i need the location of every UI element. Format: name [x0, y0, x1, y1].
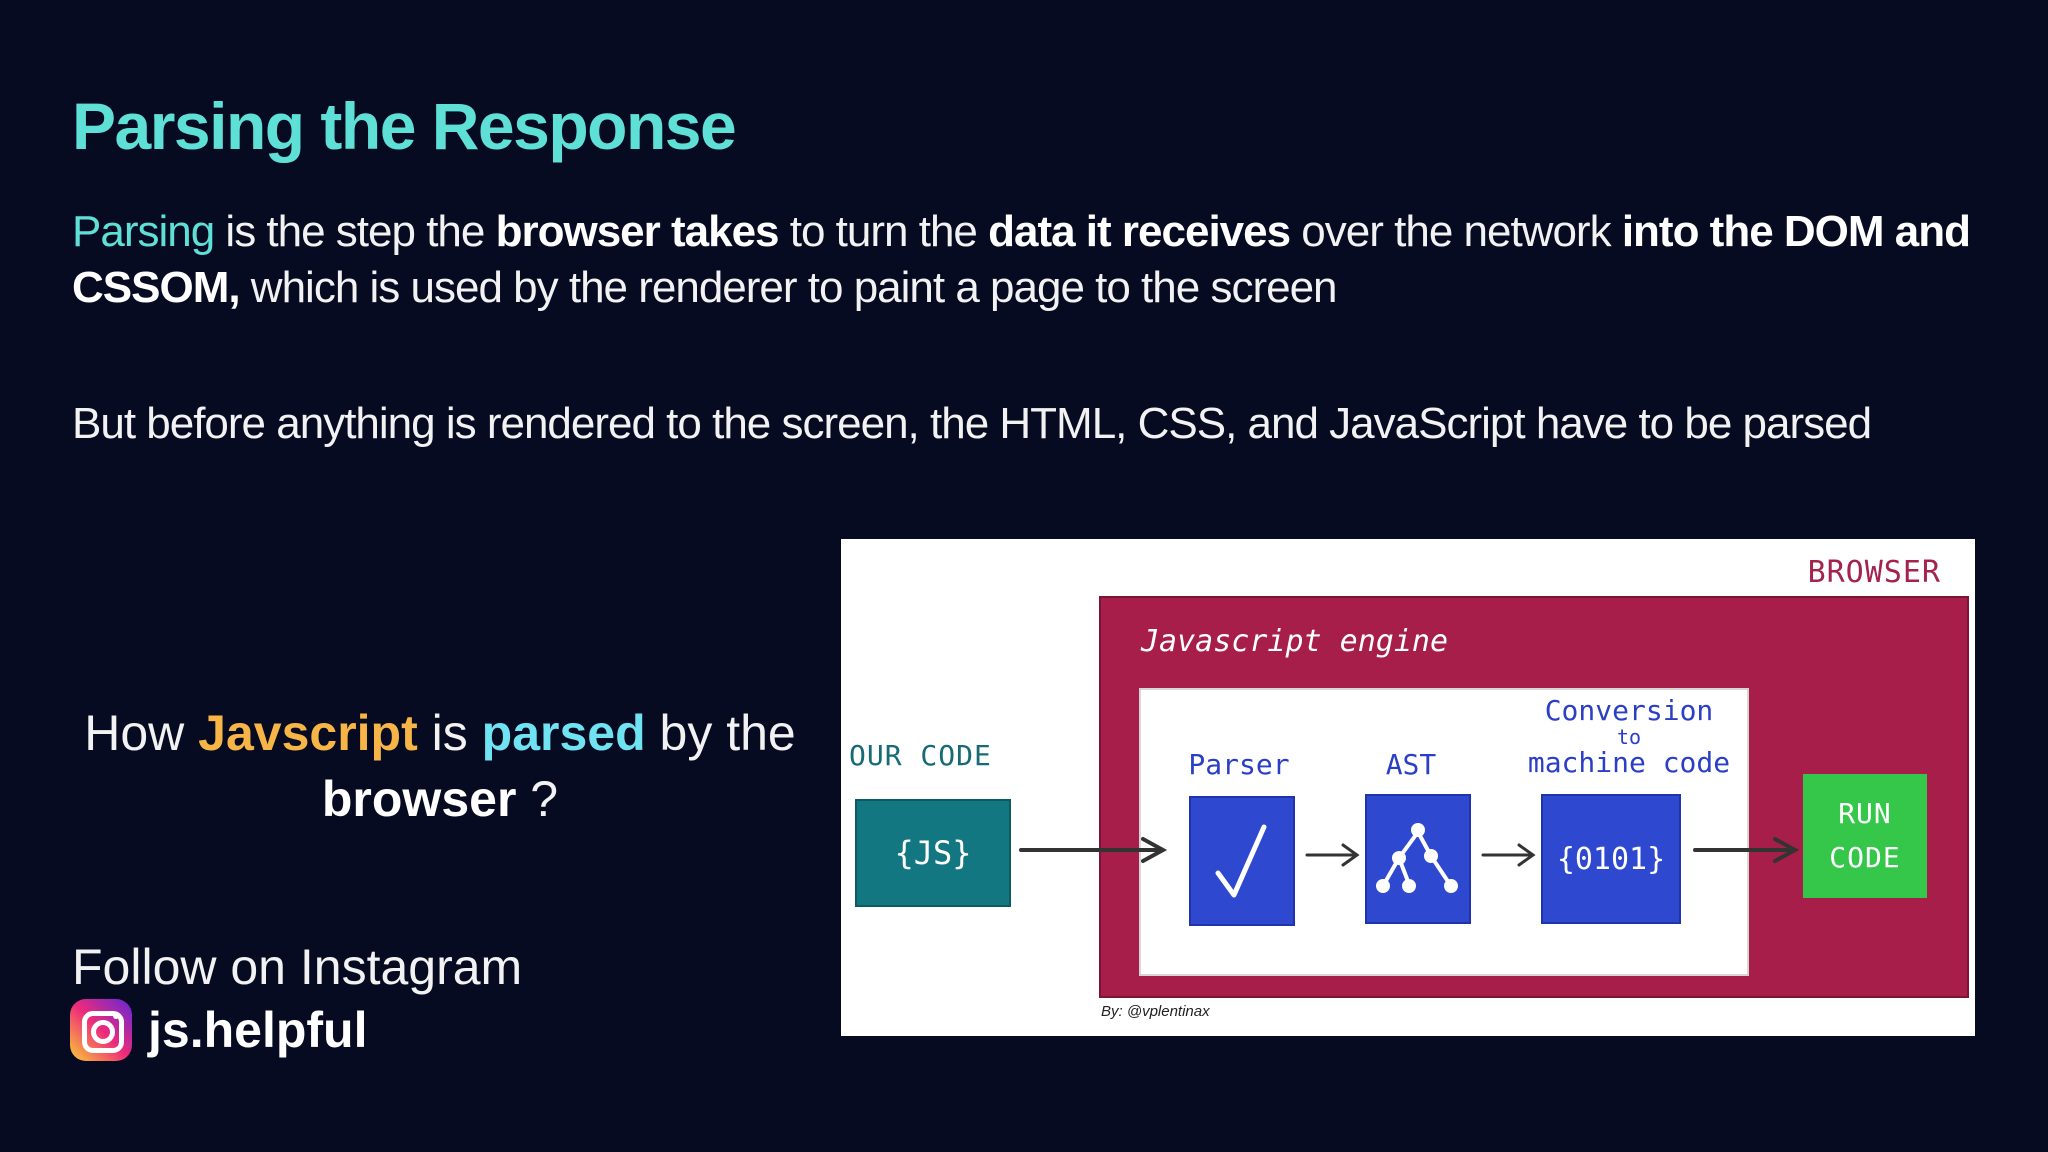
intro-text: which is used by the renderer to paint a…	[239, 263, 1338, 312]
instagram-icon	[70, 999, 132, 1061]
intro-paragraph: Parsing is the step the browser takes to…	[72, 204, 1972, 316]
run-code-box: RUN CODE	[1803, 774, 1927, 898]
parser-label: Parser	[1188, 748, 1290, 781]
intro-bold-data: data it receives	[988, 207, 1291, 256]
conversion-line: to	[1616, 725, 1642, 749]
instagram-handle-row[interactable]: js.helpful	[70, 998, 367, 1062]
conversion-label: Conversion to machine code	[1509, 694, 1749, 779]
parser-box	[1189, 796, 1295, 926]
intro-text: over the network	[1290, 207, 1622, 256]
intro-bold-browser: browser takes	[495, 207, 780, 256]
engine-label: Javascript engine	[1141, 624, 1449, 659]
instagram-handle: js.helpful	[148, 1002, 368, 1058]
follow-label: Follow on Instagram	[72, 939, 523, 995]
diagram-credit: By: @vplentinax	[1101, 1003, 1210, 1020]
question-javascript: Javscript	[198, 705, 418, 761]
question-browser: browser	[321, 771, 517, 827]
conversion-line: machine code	[1527, 746, 1731, 779]
question-part: is	[417, 705, 482, 761]
question-part: by the	[645, 705, 796, 761]
browser-label: BROWSER	[1807, 555, 1941, 590]
js-code-box: {JS}	[855, 799, 1011, 907]
js-engine-diagram: BROWSER OUR CODE {JS} Javascript engine …	[841, 539, 1975, 1036]
note-paragraph: But before anything is rendered to the s…	[72, 399, 1872, 448]
question-part: ?	[516, 771, 559, 827]
tree-icon	[1376, 823, 1458, 893]
arrow-icon	[1693, 837, 1799, 863]
arrow-icon	[1481, 843, 1536, 867]
run-line: CODE	[1829, 841, 1901, 874]
question-text: How Javscript is parsed by the browser ?	[80, 700, 800, 832]
ast-box	[1365, 794, 1471, 924]
machine-code-box: {0101}	[1541, 794, 1681, 924]
question-part: How	[84, 705, 199, 761]
conversion-line: Conversion	[1544, 694, 1714, 727]
page-title: Parsing the Response	[72, 89, 737, 163]
intro-term-parsing: Parsing	[72, 207, 215, 256]
checkmark-icon	[1215, 824, 1267, 898]
intro-text: to turn the	[778, 207, 989, 256]
run-line: RUN	[1838, 797, 1892, 830]
intro-bold-dom: into the DOM and CSSOM,	[72, 207, 1971, 312]
our-code-label: OUR CODE	[849, 739, 992, 772]
engine-pipeline-box: Parser AST	[1139, 688, 1749, 976]
arrow-icon	[1019, 837, 1168, 863]
intro-text: is the step the	[214, 207, 496, 256]
ast-label: AST	[1385, 748, 1437, 781]
arrow-icon	[1305, 843, 1360, 867]
question-parsed: parsed	[481, 705, 646, 761]
